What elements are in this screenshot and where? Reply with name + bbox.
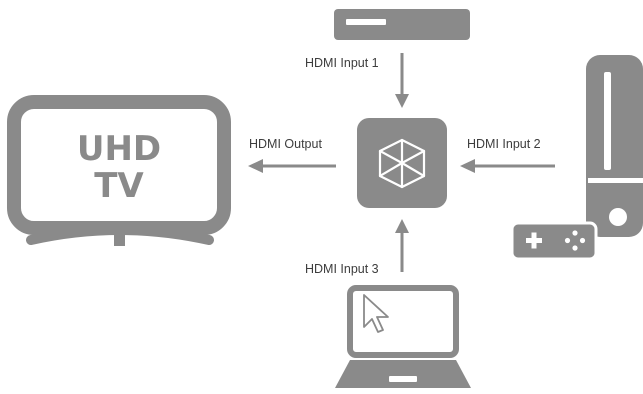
- tv-label-line1: UHD: [77, 129, 161, 169]
- hdmi-switch-device: [357, 118, 447, 208]
- cursor-icon: [363, 294, 389, 333]
- cube-icon: [378, 138, 426, 189]
- hdmi-input-3-arrow: [395, 219, 409, 272]
- hdmi-output-label: HDMI Output: [249, 137, 322, 151]
- set-top-box-icon: [334, 9, 470, 40]
- hdmi-input-1-label: HDMI Input 1: [305, 56, 379, 70]
- hdmi-input-2-label: HDMI Input 2: [467, 137, 541, 151]
- hdmi-output-arrow: [248, 159, 336, 173]
- game-console-icon: [510, 55, 643, 261]
- tv-label-line2: TV: [94, 166, 144, 206]
- hdmi-input-2-arrow: [460, 159, 555, 173]
- hdmi-input-3-label: HDMI Input 3: [305, 262, 379, 276]
- laptop-icon: [335, 285, 471, 388]
- hdmi-input-1-arrow: [395, 53, 409, 108]
- tv-icon: UHD TV: [7, 95, 231, 246]
